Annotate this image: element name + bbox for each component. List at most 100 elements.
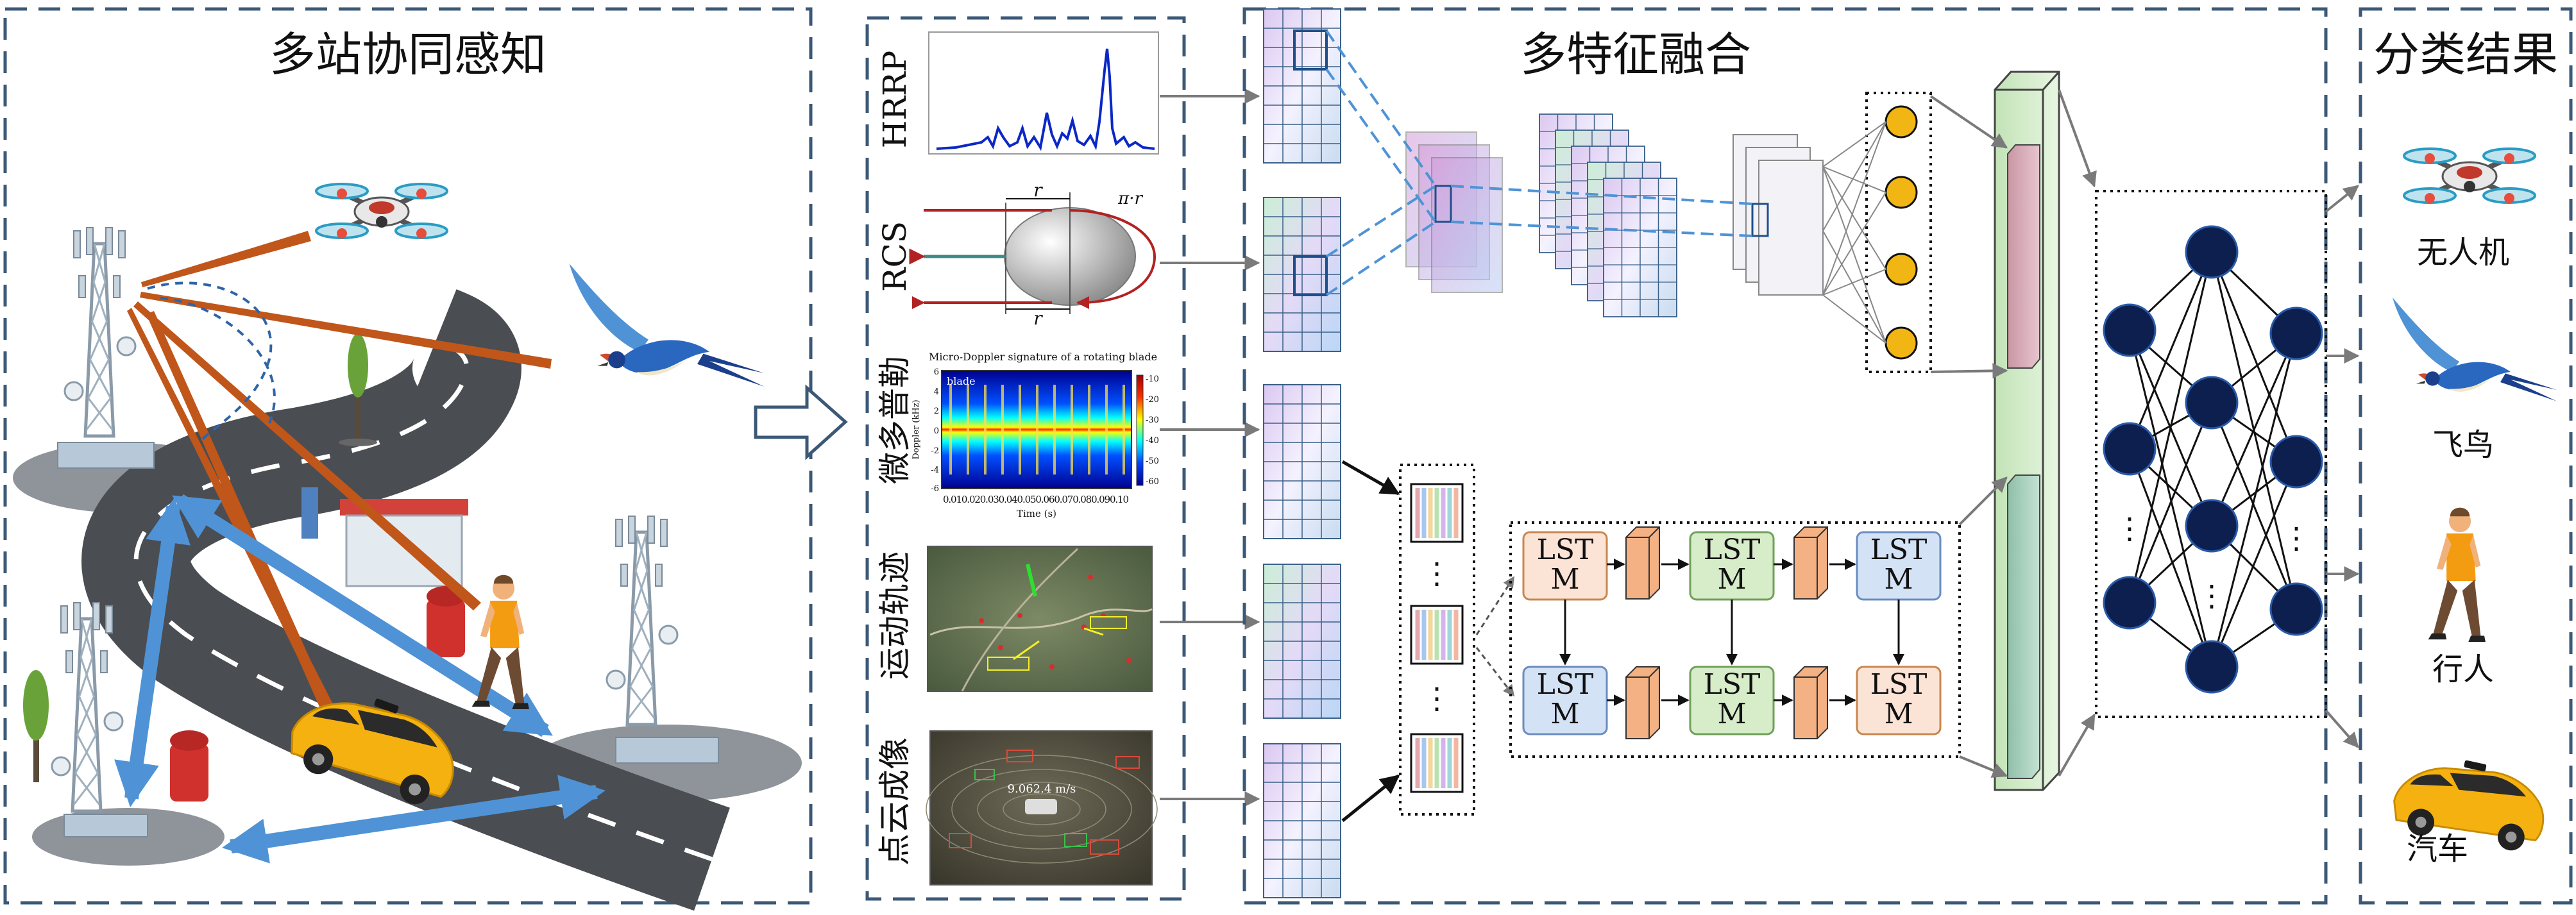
doppler-ytick-3: 0 [934,426,939,436]
kernel-window-1 [1293,29,1328,71]
doppler-cbar-4: -50 [1146,457,1159,466]
radar-tower-1 [65,228,135,436]
pointcloud-plot: 9.062.4 m/s [926,730,1158,886]
mlp-edge [2210,461,2298,667]
fusion-fc-layer [1994,71,2060,791]
doppler-flashes [949,385,1125,474]
mlp-edge [2210,333,2298,526]
doppler-ytick-4: -2 [931,446,939,456]
fusion-frame [1242,7,2328,905]
result-pedestrian-icon [2428,507,2486,642]
mlp-edge [2210,402,2298,610]
sensing-panel: 多站协同感知 [3,7,813,911]
trajectory-label: 运动轨迹 [876,551,913,680]
tree-2 [23,670,49,782]
result-bird-icon [2393,298,2557,401]
rcs-plot: r r π·r [909,180,1157,329]
pointcloud-label: 点云成像 [876,737,913,866]
classifier-mlp: ⋮ ⋮ ⋮ [2095,190,2327,718]
doppler-cbar-1: -20 [1146,395,1159,405]
rcs-r-top: r [1033,180,1043,201]
sensing-title: 多站协同感知 [269,28,547,81]
sequence-box [1399,464,1475,816]
drone-target [316,184,447,239]
mlp-box [2095,190,2327,718]
doppler-cbar-2: -30 [1146,416,1159,425]
fusion-arrows [1929,89,2097,778]
doppler-cbar-3: -40 [1146,436,1159,446]
feature-map-doppler [1263,384,1341,539]
doppler-label: 微多普勒 [876,356,913,484]
tree-1 [339,333,377,446]
doppler-ytick-2: 2 [934,407,939,416]
radar-tower-2 [607,516,677,725]
class-label-pedestrian: 行人 [2432,651,2494,687]
lstm-state-4 [1793,666,1828,739]
echo-arc-1 [147,281,273,444]
result-arrows [2325,185,2360,748]
doppler-ytick-1: 4 [934,387,939,397]
mlp-edge [2128,402,2213,603]
class-label-car: 汽车 [2407,831,2468,867]
rcs-r-bottom: r [1033,308,1043,329]
bird-target [569,264,765,387]
result-panel: 分类结果 无人机 飞鸟 行人 汽车 [2325,7,2573,905]
pointcloud-speed: 9.062.4 m/s [1008,782,1076,796]
result-frame [2359,7,2573,905]
mlp-edge [2210,333,2298,667]
mlp-edge [2128,448,2213,667]
doppler-xlabel: Time (s) [1017,508,1056,519]
class-label-bird: 飞鸟 [2432,427,2494,463]
feature-map-pointcloud [1263,743,1341,898]
feature-map-rcs [1263,197,1341,352]
doppler-ytick-5: -4 [931,466,939,475]
doppler-cbar-5: -60 [1146,477,1159,487]
feature-arrows [1160,88,1260,807]
lstm-state-2 [1793,526,1828,600]
lstm-state-3 [1625,666,1660,739]
fusion-panel: 多特征融合 [1242,7,2328,905]
mlp-ellipsis-1: ⋮ [2115,511,2144,546]
hrrp-label: HRRP [876,51,913,149]
doppler-title: Micro-Doppler signature of a rotating bl… [929,351,1157,363]
feature-frame [865,16,1186,901]
doppler-ytick-6: -6 [931,484,939,494]
lstm-grid-box [1509,521,1961,758]
feature-map-trajectory [1263,564,1341,719]
station-equipment [57,442,719,837]
doppler-cbar-0: -10 [1146,374,1159,384]
mlp-edge [2128,330,2213,667]
sequence-ellipsis-2: ⋮ [1422,681,1452,716]
doppler-xticks: 0.010.020.030.040.050.060.070.080.090.10 [943,494,1129,505]
result-drone-icon [2404,149,2535,203]
mlp-edge [2128,251,2213,449]
mlp-edge [2128,251,2213,603]
mlp-edge [2210,251,2298,462]
hydrant-2 [170,730,208,802]
doppler-blade-label: blade [947,375,976,387]
doppler-ytick-0: 6 [934,367,939,377]
doppler-plot: Micro-Doppler signature of a rotating bl… [911,351,1159,519]
hrrp-plot [928,31,1159,155]
class-label-drone: 无人机 [2417,235,2509,271]
rcs-label: RCS [876,221,913,292]
input-arrow [754,384,848,460]
rcs-pi-r: π·r [1117,189,1143,208]
cnn-output-nodes [1865,92,1932,373]
sequence-ellipsis-1: ⋮ [1422,556,1452,591]
mlp-ellipsis-2: ⋮ [2197,578,2226,613]
lstm-state-1 [1625,526,1660,600]
sensing-frame [3,7,813,905]
feature-panel: HRRP RCS r r π·r 微多普勒 Micro-Doppler sign… [865,16,1186,901]
result-title: 分类结果 [2373,28,2558,81]
cnn-branch [1325,29,1932,373]
trajectory-plot [927,546,1153,692]
